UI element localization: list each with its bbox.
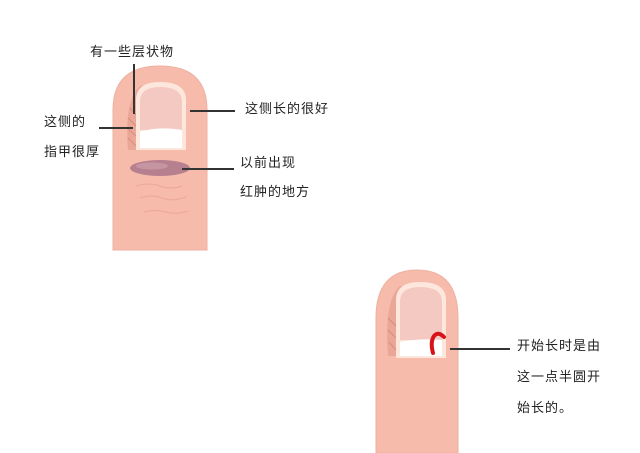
finger-2-growth-start-arc <box>429 331 446 355</box>
label-layered: 有一些层状物 <box>90 45 175 60</box>
finger-2-nail-white-band <box>400 339 442 356</box>
label-swelling-line1: 以前出现 <box>240 156 297 171</box>
label-thick-side-line2: 指甲很厚 <box>44 145 101 160</box>
label-growth-line3: 始长的。 <box>517 401 574 416</box>
leader-line-thick-side <box>99 127 133 129</box>
label-growth-line1: 开始长时是由 <box>517 339 602 354</box>
label-swelling-line2: 红肿的地方 <box>240 185 311 200</box>
finger-1 <box>112 65 208 251</box>
finger-2 <box>375 269 459 453</box>
leader-line-growth <box>450 348 510 350</box>
label-good-side: 这侧长的很好 <box>245 102 330 117</box>
label-growth-line2: 这一点半圆开 <box>517 370 602 385</box>
finger-2-thick-nail-side <box>387 286 406 356</box>
leader-line-good-side <box>190 110 235 112</box>
finger-1-nail-bed <box>140 87 182 130</box>
label-thick-side-line1: 这侧的 <box>44 115 87 130</box>
leader-line-swelling <box>182 168 234 170</box>
finger-1-thick-nail-striations <box>126 107 138 147</box>
finger-1-nail-white-band <box>140 128 182 148</box>
leader-line-layered <box>133 64 135 114</box>
finger-1-knuckle-creases <box>135 183 189 214</box>
finger-2-nail-bed <box>400 287 442 340</box>
